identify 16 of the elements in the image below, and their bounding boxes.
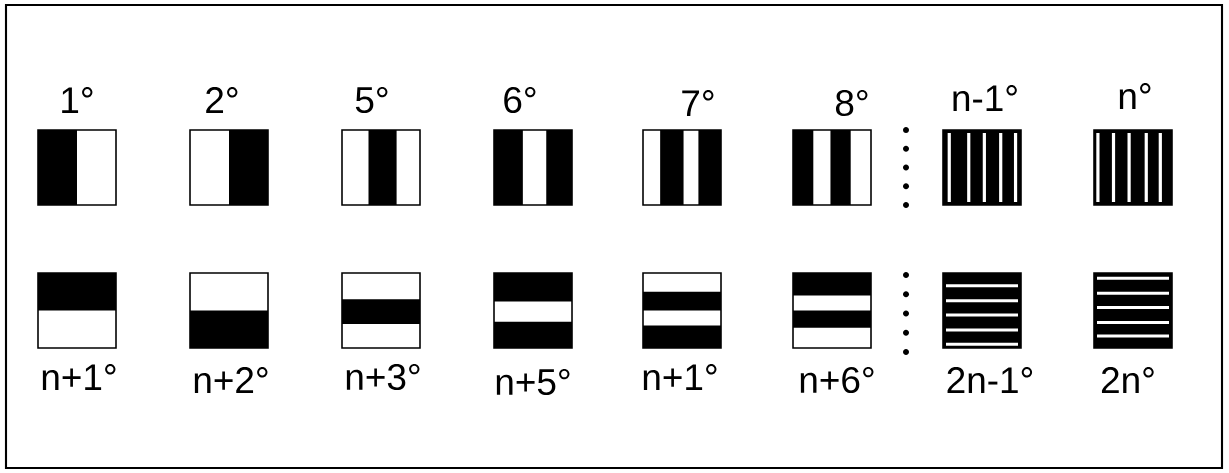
- pattern-label: 1°: [62, 87, 93, 113]
- pattern-label: n+6°: [800, 366, 874, 394]
- pattern-label: 8°: [835, 89, 868, 117]
- pattern-label: n+1°: [643, 364, 717, 390]
- pattern-label: 2n°: [1101, 367, 1154, 393]
- pattern-label: 7°: [682, 90, 714, 116]
- pattern-label: n+2°: [194, 367, 268, 393]
- pattern-label: n+1°: [42, 364, 116, 390]
- pattern-label: 5°: [355, 86, 388, 114]
- pattern-label: n-1°: [953, 85, 1017, 111]
- pattern-label: 6°: [504, 86, 536, 114]
- pattern-label: n+5°: [496, 368, 570, 396]
- pattern-label: 2n-1°: [947, 367, 1033, 393]
- pattern-label: 2°: [206, 87, 238, 113]
- pattern-label: n°: [1119, 83, 1151, 109]
- pattern-label: n+3°: [346, 363, 420, 391]
